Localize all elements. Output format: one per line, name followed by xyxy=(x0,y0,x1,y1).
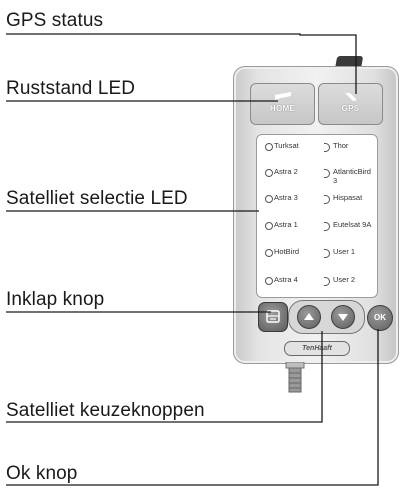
leader-ok-knop xyxy=(6,329,379,486)
satellite-row: Turksat Thor xyxy=(257,140,377,154)
up-button[interactable] xyxy=(297,305,321,329)
satellite-led-icon xyxy=(265,249,273,257)
down-button[interactable] xyxy=(331,305,355,329)
satellite-led-icon xyxy=(324,277,330,286)
satellite-name[interactable]: Thor xyxy=(333,141,349,150)
gps-icon xyxy=(344,93,357,101)
brand-logo: TenHaaft xyxy=(284,341,350,356)
fold-icon xyxy=(266,310,280,323)
satellite-name[interactable]: Astra 2 xyxy=(274,167,298,176)
label-satelliet-selectie-led: Satelliet selectie LED xyxy=(6,188,188,209)
label-gps-status: GPS status xyxy=(6,10,104,31)
gps-button[interactable]: GPS xyxy=(318,83,383,125)
home-icon xyxy=(274,92,291,100)
satellite-led-icon xyxy=(265,222,273,230)
label-ruststand-led: Ruststand LED xyxy=(6,78,136,99)
satellite-selector-buttons xyxy=(288,300,365,334)
satellite-row: HotBird User 1 xyxy=(257,246,377,260)
satellite-led-icon xyxy=(324,169,330,178)
satellite-name[interactable]: HotBird xyxy=(274,247,300,256)
satellite-name[interactable]: Astra 3 xyxy=(274,193,298,202)
satellite-led-icon xyxy=(265,277,273,285)
leader-satelliet-keuzeknoppen xyxy=(6,331,323,423)
satellite-led-icon xyxy=(324,222,330,231)
arrow-down-icon xyxy=(338,314,348,321)
satellite-led-icon xyxy=(324,195,330,204)
remote-control-device: HOME GPS Turksat Thor Astra 2 AtlanticBi… xyxy=(233,66,399,364)
home-button[interactable]: HOME xyxy=(250,83,315,125)
satellite-name[interactable]: User 1 xyxy=(333,247,356,256)
satellite-name[interactable]: AtlanticBird 3 xyxy=(333,167,371,185)
satellite-led-icon xyxy=(265,143,273,151)
inklap-button[interactable] xyxy=(258,302,288,332)
satellite-led-icon xyxy=(324,249,330,258)
satellite-led-icon xyxy=(324,143,330,152)
satellite-name[interactable]: User 2 xyxy=(333,275,356,284)
satellite-row: Astra 3 Hispasat xyxy=(257,192,377,206)
leader-gps-status xyxy=(6,33,357,94)
cable-connector xyxy=(285,362,305,393)
ok-button[interactable]: OK xyxy=(367,305,393,331)
label-satelliet-keuzeknoppen: Satelliet keuzeknoppen xyxy=(6,400,205,421)
gps-button-label: GPS xyxy=(341,104,360,113)
satellite-name[interactable]: Eutelsat 9A xyxy=(333,220,372,229)
satellite-led-icon xyxy=(265,169,273,177)
satellite-name[interactable]: Turksat xyxy=(274,141,299,150)
satellite-name[interactable]: Hispasat xyxy=(333,193,363,202)
satellite-name[interactable]: Astra 1 xyxy=(274,220,298,229)
arrow-up-icon xyxy=(304,313,314,320)
satellite-led-icon xyxy=(265,195,273,203)
satellite-row: Astra 4 User 2 xyxy=(257,274,377,288)
satellite-name[interactable]: Astra 4 xyxy=(274,275,298,284)
home-button-label: HOME xyxy=(269,104,296,113)
label-ok-knop: Ok knop xyxy=(6,463,78,484)
satellite-row: Astra 1 Eutelsat 9A xyxy=(257,219,377,233)
label-inklap-knop: Inklap knop xyxy=(6,289,105,310)
satellite-row: Astra 2 AtlanticBird 3 xyxy=(257,166,377,185)
satellite-selection-panel: Turksat Thor Astra 2 AtlanticBird 3 Astr… xyxy=(256,134,378,298)
